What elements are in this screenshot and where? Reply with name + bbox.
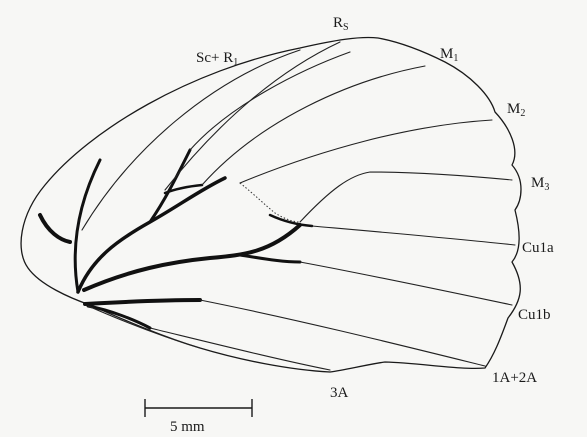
basal-vein-cubital bbox=[84, 225, 300, 290]
label-m3: M3 bbox=[531, 175, 549, 193]
label-cu1b: Cu1b bbox=[518, 307, 551, 323]
basal-vein-main bbox=[78, 178, 225, 292]
vein-sc-r1 bbox=[82, 50, 300, 230]
label-1a-2a: 1A+2A bbox=[492, 370, 537, 386]
basal-vein-cu1a-stem bbox=[240, 255, 300, 262]
vein-m3 bbox=[300, 172, 512, 222]
vein-cu1b bbox=[300, 262, 512, 305]
label-sc-r1: Sc+ R1 bbox=[196, 50, 238, 68]
label-rs: RS bbox=[333, 15, 349, 33]
scale-bar: 5 mm bbox=[145, 399, 252, 435]
vein-rs bbox=[165, 42, 340, 190]
basal-vein-anal bbox=[85, 300, 200, 304]
vein-m1 bbox=[202, 66, 425, 185]
vein-lower-cubital bbox=[200, 300, 485, 366]
vein-1a-2a bbox=[150, 328, 330, 370]
vein-cu1a bbox=[312, 226, 515, 245]
vein-3a bbox=[88, 306, 200, 348]
vein-m2 bbox=[240, 120, 492, 183]
label-cu1a: Cu1a bbox=[522, 240, 554, 256]
vein-r-branch bbox=[190, 52, 350, 150]
label-m1: M1 bbox=[440, 46, 458, 64]
basal-vein-stub bbox=[40, 215, 70, 242]
label-3a: 3A bbox=[330, 385, 349, 401]
scale-bar-label: 5 mm bbox=[170, 419, 205, 435]
label-m2: M2 bbox=[507, 101, 525, 119]
